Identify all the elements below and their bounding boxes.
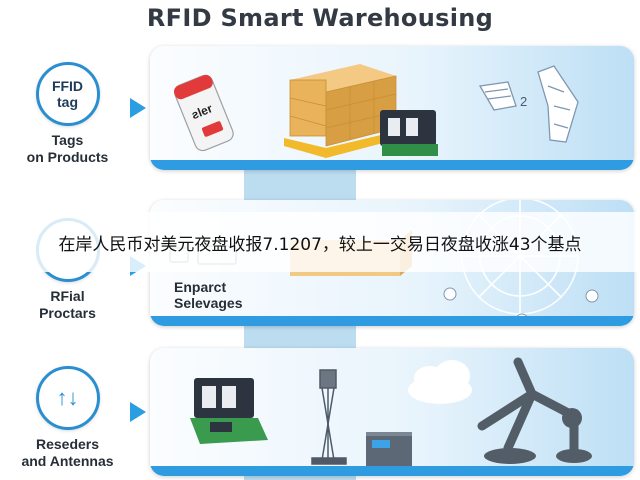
dish-icon bbox=[562, 408, 582, 428]
step-3-illustration bbox=[190, 357, 592, 472]
step-3-panel-bar bbox=[150, 466, 634, 476]
page-title: RFID Smart Warehousing bbox=[146, 4, 494, 32]
step-1-illustration: ƨler bbox=[174, 64, 579, 158]
rfid-reader-icon bbox=[190, 378, 268, 444]
antenna-dish-icon bbox=[477, 357, 579, 457]
up-down-arrows-icon: ↑↓ bbox=[56, 385, 79, 410]
news-overlay-banner: 在岸人民币对美元夜盘收报7.1207，较上一交易日夜盘收涨43个基点 bbox=[0, 212, 640, 272]
step-1-circle-subtext: tag bbox=[57, 94, 78, 110]
step-1-panel: ƨler bbox=[150, 46, 634, 170]
tag-diagram-icon bbox=[478, 65, 579, 143]
step-1-circle-text: FFID bbox=[51, 78, 84, 94]
pallet-boxes-icon bbox=[284, 64, 402, 158]
step-1-arrow-icon bbox=[130, 98, 146, 118]
step-1-label: Tags on Products bbox=[26, 132, 109, 165]
step-1-panel-bar bbox=[150, 160, 634, 170]
server-icon bbox=[366, 432, 412, 472]
cloud-icon bbox=[408, 360, 472, 404]
rfid-tag-icon: ƨler bbox=[174, 74, 234, 152]
turbine-base bbox=[484, 448, 536, 464]
rfid-reader-icon bbox=[380, 110, 438, 156]
step-3-arrow-icon bbox=[130, 402, 146, 422]
step-3-circle: ↑↓ bbox=[35, 366, 100, 430]
diagram-number: 2 bbox=[520, 94, 527, 109]
panel-2-label-1: Enparct bbox=[174, 279, 226, 295]
step-1-circle: FFID tag bbox=[35, 62, 100, 126]
step-3-node: ↑↓ Reseders and Antennas bbox=[10, 366, 125, 470]
step-3-label: Reseders and Antennas bbox=[21, 436, 114, 469]
antenna-tower-icon bbox=[311, 369, 347, 465]
panel-2-label-2: Selevages bbox=[174, 295, 243, 311]
dish-base bbox=[556, 449, 592, 463]
step-2-label: RFial Proctars bbox=[39, 288, 96, 321]
step-2-panel-bar bbox=[150, 316, 634, 326]
step-1-node: FFID tag Tags on Products bbox=[10, 62, 125, 166]
step-3-panel bbox=[150, 348, 634, 476]
